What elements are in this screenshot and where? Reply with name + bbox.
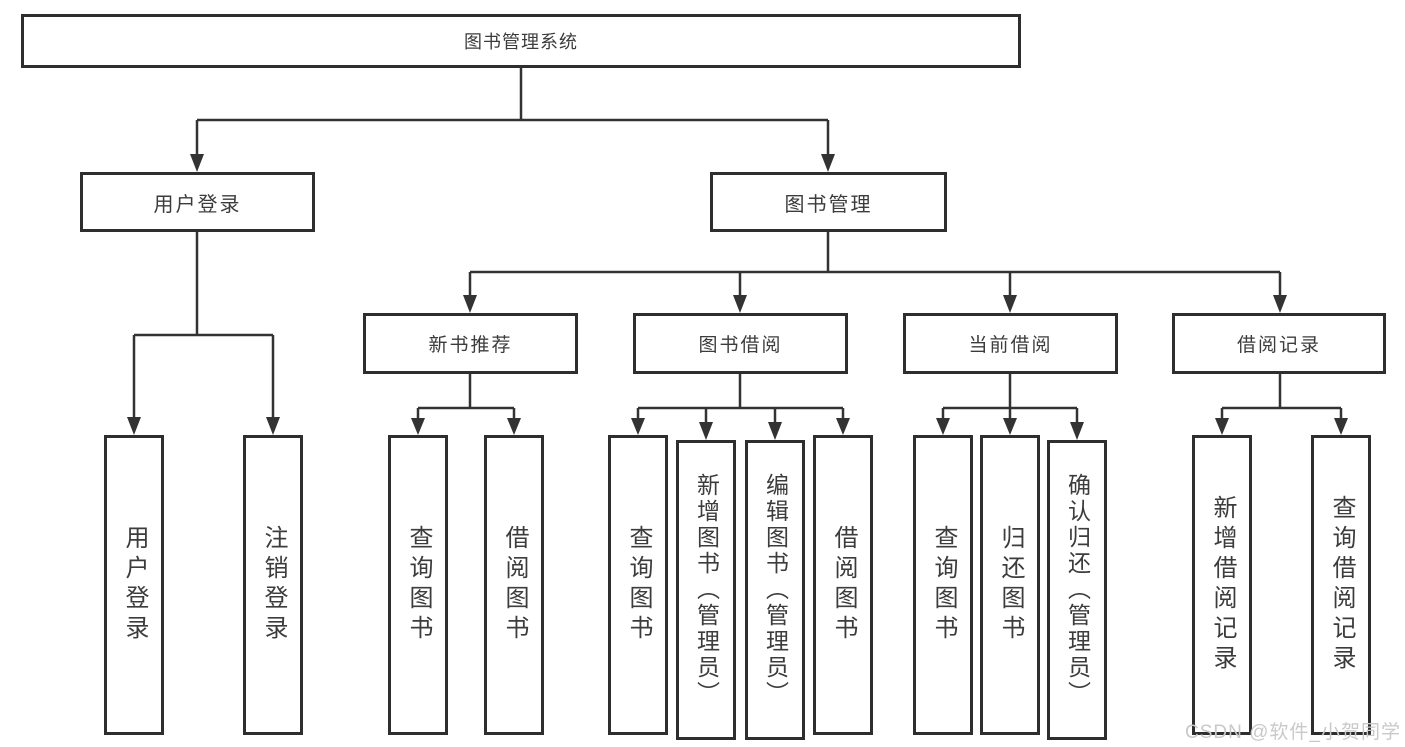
- node-leaf-search-books-3: 查询图书: [913, 435, 973, 735]
- csdn-watermark: CSDN @软件_小贺同学: [1185, 722, 1401, 743]
- node-leaf-search-books-1: 查询图书: [388, 435, 448, 735]
- node-borrowing-records: 借阅记录: [1172, 313, 1386, 374]
- node-leaf-borrow-books-1: 借阅图书: [484, 435, 544, 735]
- node-leaf-confirm-return-admin: 确认归还（管理员）: [1047, 440, 1107, 740]
- node-book-management-branch: 图书管理: [710, 172, 947, 232]
- node-leaf-search-borrow-record: 查询借阅记录: [1311, 435, 1371, 735]
- node-leaf-add-books-admin: 新增图书（管理员）: [676, 440, 736, 740]
- node-current-borrowing: 当前借阅: [903, 313, 1118, 374]
- node-leaf-borrow-books-2: 借阅图书: [813, 435, 873, 735]
- node-leaf-logout: 注销登录: [243, 435, 303, 735]
- node-leaf-edit-books-admin: 编辑图书（管理员）: [745, 440, 805, 740]
- node-leaf-return-books: 归还图书: [980, 435, 1040, 735]
- node-user-login-branch: 用户登录: [80, 172, 315, 232]
- node-leaf-user-login: 用户登录: [104, 435, 164, 735]
- node-new-book-recommendation: 新书推荐: [363, 313, 578, 374]
- node-leaf-add-borrow-record: 新增借阅记录: [1192, 435, 1252, 735]
- node-library-management-system: 图书管理系统: [21, 14, 1021, 68]
- node-leaf-search-books-2: 查询图书: [608, 435, 668, 735]
- node-book-borrowing: 图书借阅: [633, 313, 848, 374]
